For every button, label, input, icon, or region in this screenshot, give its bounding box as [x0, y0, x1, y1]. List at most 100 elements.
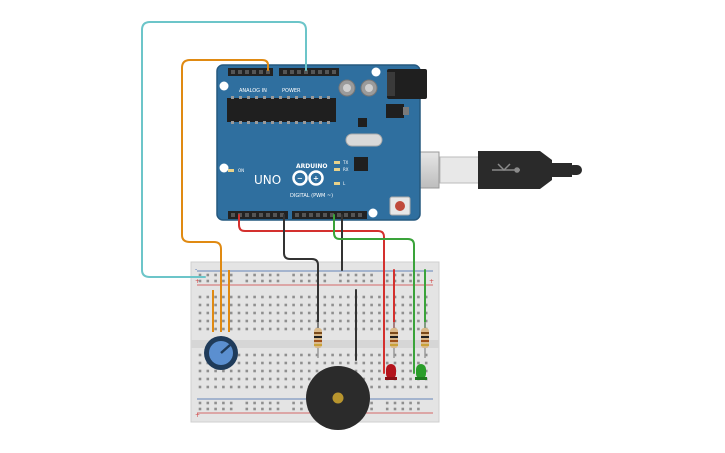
- breadboard-hole[interactable]: [284, 327, 288, 331]
- breadboard-hole[interactable]: [385, 361, 389, 365]
- led-red[interactable]: [385, 364, 397, 380]
- breadboard-hole[interactable]: [276, 319, 280, 323]
- breadboard-hole[interactable]: [292, 295, 295, 299]
- breadboard-hole[interactable]: [222, 369, 225, 373]
- breadboard-hole[interactable]: [362, 377, 366, 381]
- breadboard-hole[interactable]: [315, 361, 319, 365]
- breadboard-hole[interactable]: [229, 385, 233, 389]
- breadboard-hole[interactable]: [339, 327, 342, 331]
- breadboard-hole[interactable]: [362, 279, 366, 283]
- breadboard-hole[interactable]: [245, 385, 249, 389]
- breadboard-hole[interactable]: [417, 361, 420, 365]
- breadboard-hole[interactable]: [424, 385, 428, 389]
- breadboard-hole[interactable]: [370, 279, 373, 283]
- breadboard-hole[interactable]: [385, 385, 389, 389]
- breadboard-hole[interactable]: [229, 407, 233, 411]
- breadboard-hole[interactable]: [214, 295, 217, 299]
- breadboard-hole[interactable]: [401, 369, 405, 373]
- breadboard-hole[interactable]: [268, 279, 272, 283]
- breadboard-hole[interactable]: [339, 353, 342, 357]
- breadboard-hole[interactable]: [268, 369, 272, 373]
- breadboard-hole[interactable]: [261, 319, 264, 323]
- breadboard-hole[interactable]: [417, 401, 420, 405]
- breadboard-hole[interactable]: [245, 401, 249, 405]
- breadboard-hole[interactable]: [276, 361, 280, 365]
- breadboard-hole[interactable]: [417, 407, 420, 411]
- breadboard-hole[interactable]: [393, 401, 397, 405]
- breadboard-hole[interactable]: [237, 303, 241, 307]
- breadboard-hole[interactable]: [253, 273, 256, 277]
- breadboard-hole[interactable]: [300, 361, 303, 365]
- breadboard-hole[interactable]: [245, 377, 249, 381]
- breadboard-hole[interactable]: [323, 319, 327, 323]
- breadboard-hole[interactable]: [378, 311, 381, 315]
- breadboard-hole[interactable]: [206, 377, 210, 381]
- breadboard-hole[interactable]: [276, 385, 280, 389]
- breadboard-hole[interactable]: [206, 319, 210, 323]
- breadboard-hole[interactable]: [237, 311, 241, 315]
- wire-red-pin[interactable]: [238, 214, 385, 374]
- breadboard-hole[interactable]: [268, 319, 272, 323]
- breadboard-hole[interactable]: [276, 327, 280, 331]
- breadboard-hole[interactable]: [276, 303, 280, 307]
- breadboard-hole[interactable]: [354, 273, 358, 277]
- breadboard-hole[interactable]: [268, 295, 272, 299]
- breadboard-hole[interactable]: [198, 353, 202, 357]
- breadboard-hole[interactable]: [253, 279, 256, 283]
- breadboard-hole[interactable]: [206, 303, 210, 307]
- breadboard-hole[interactable]: [268, 361, 272, 365]
- breadboard-hole[interactable]: [222, 311, 225, 315]
- breadboard-hole[interactable]: [268, 311, 272, 315]
- breadboard-hole[interactable]: [307, 377, 311, 381]
- breadboard-hole[interactable]: [198, 401, 202, 405]
- breadboard-hole[interactable]: [409, 353, 412, 357]
- breadboard-hole[interactable]: [346, 273, 350, 277]
- breadboard-hole[interactable]: [307, 303, 311, 307]
- breadboard-hole[interactable]: [401, 361, 405, 365]
- breadboard-hole[interactable]: [300, 385, 303, 389]
- breadboard-hole[interactable]: [253, 319, 256, 323]
- breadboard-hole[interactable]: [417, 273, 420, 277]
- breadboard-hole[interactable]: [409, 327, 412, 331]
- breadboard-hole[interactable]: [385, 311, 389, 315]
- breadboard-hole[interactable]: [206, 369, 210, 373]
- wire-green-pin[interactable]: [333, 214, 415, 374]
- breadboard-hole[interactable]: [268, 401, 272, 405]
- breadboard-hole[interactable]: [370, 407, 373, 411]
- breadboard-hole[interactable]: [292, 327, 295, 331]
- breadboard-hole[interactable]: [401, 353, 405, 357]
- breadboard-hole[interactable]: [245, 279, 249, 283]
- breadboard-hole[interactable]: [362, 369, 366, 373]
- breadboard-hole[interactable]: [331, 311, 334, 315]
- breadboard-hole[interactable]: [276, 401, 280, 405]
- breadboard-hole[interactable]: [229, 295, 233, 299]
- breadboard-hole[interactable]: [385, 279, 389, 283]
- breadboard-hole[interactable]: [276, 377, 280, 381]
- breadboard-hole[interactable]: [284, 369, 288, 373]
- breadboard-hole[interactable]: [307, 327, 311, 331]
- breadboard-hole[interactable]: [198, 279, 202, 283]
- breadboard-hole[interactable]: [417, 303, 420, 307]
- breadboard-hole[interactable]: [292, 273, 295, 277]
- breadboard-hole[interactable]: [370, 361, 373, 365]
- breadboard-hole[interactable]: [401, 279, 405, 283]
- breadboard-hole[interactable]: [261, 353, 264, 357]
- breadboard-hole[interactable]: [276, 353, 280, 357]
- breadboard-hole[interactable]: [229, 303, 233, 307]
- breadboard-hole[interactable]: [417, 311, 420, 315]
- breadboard-hole[interactable]: [346, 361, 350, 365]
- breadboard-hole[interactable]: [198, 361, 202, 365]
- breadboard-hole[interactable]: [268, 407, 272, 411]
- breadboard-hole[interactable]: [261, 279, 264, 283]
- breadboard-hole[interactable]: [346, 319, 350, 323]
- breadboard-hole[interactable]: [261, 407, 264, 411]
- breadboard-hole[interactable]: [362, 327, 366, 331]
- wire-teal-5v[interactable]: [141, 21, 307, 278]
- breadboard-hole[interactable]: [268, 327, 272, 331]
- breadboard-hole[interactable]: [370, 401, 373, 405]
- breadboard-hole[interactable]: [417, 327, 420, 331]
- breadboard-hole[interactable]: [261, 303, 264, 307]
- breadboard-hole[interactable]: [253, 303, 256, 307]
- breadboard-hole[interactable]: [307, 279, 311, 283]
- breadboard-hole[interactable]: [362, 361, 366, 365]
